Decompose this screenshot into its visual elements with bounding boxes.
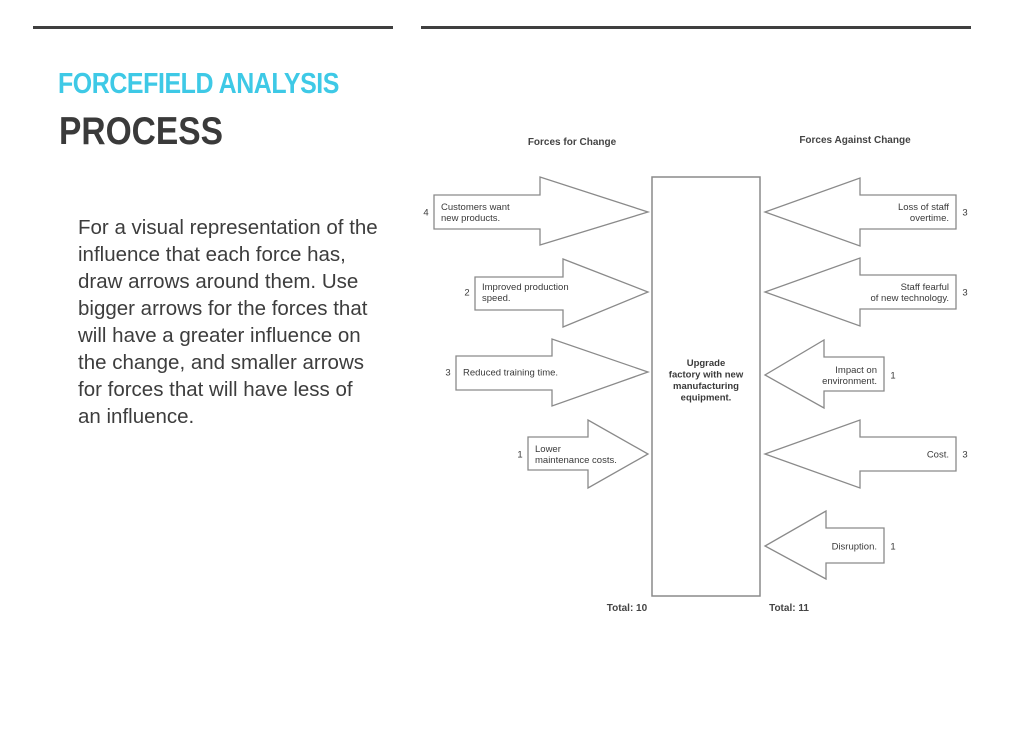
force-for-label: maintenance costs.: [535, 455, 617, 466]
force-against-score: 1: [890, 371, 895, 382]
slide-title: PROCESS: [59, 110, 224, 153]
force-against-label: of new technology.: [870, 293, 949, 304]
force-for-score: 3: [445, 368, 450, 379]
header-rule-right: [421, 26, 971, 29]
change-label-line: equipment.: [681, 393, 732, 404]
slide-body-text: For a visual representation of the influ…: [78, 216, 378, 428]
force-against-label: Staff fearful: [901, 282, 949, 293]
force-against-label: Loss of staff: [898, 202, 949, 213]
force-for-score: 4: [423, 208, 428, 219]
right-arrow-shape: [433, 176, 651, 246]
force-for-label: Reduced training time.: [463, 368, 558, 379]
force-against-score: 3: [962, 288, 967, 299]
force-against-label: overtime.: [910, 213, 949, 224]
force-against-label: Disruption.: [832, 542, 877, 553]
change-label-line: manufacturing: [673, 381, 739, 392]
header-rule-left: [33, 26, 393, 29]
force-against-label: Impact on: [835, 365, 877, 376]
forces-against-heading: Forces Against Change: [799, 135, 911, 146]
total-against: Total: 11: [769, 603, 809, 614]
force-against-label: Cost.: [927, 450, 949, 461]
force-for-score: 1: [517, 450, 522, 461]
change-box: [651, 176, 761, 597]
change-label-line: Upgrade: [687, 358, 726, 369]
force-for-label: Improved production: [482, 282, 569, 293]
left-arrow-shape: [763, 419, 957, 489]
force-for-label: Customers want: [441, 202, 510, 213]
right-arrow-shape: [455, 338, 650, 407]
force-for-score: 2: [464, 288, 469, 299]
left-arrow-shape: [763, 257, 957, 327]
forces-for-heading: Forces for Change: [528, 137, 617, 148]
force-for-label: Lower: [535, 444, 561, 455]
force-for-label: new products.: [441, 213, 500, 224]
force-for-label: speed.: [482, 293, 511, 304]
force-against-score: 3: [962, 450, 967, 461]
force-against-score: 3: [962, 208, 967, 219]
force-against-score: 1: [890, 542, 895, 553]
force-against-arrow: Disruption. 1: [763, 509, 896, 581]
right-arrow-shape: [527, 418, 650, 490]
left-arrow-shape: [763, 509, 885, 581]
change-label-line: factory with new: [669, 370, 744, 381]
left-arrow-shape: [763, 177, 957, 247]
force-for-arrow: Reduced training time. 3: [445, 338, 650, 407]
force-against-arrow: Cost. 3: [763, 419, 968, 489]
right-arrow-shape: [474, 258, 650, 328]
left-arrow-shape: [763, 338, 885, 410]
total-for: Total: 10: [607, 603, 648, 614]
force-against-label: environment.: [822, 376, 877, 387]
slide-kicker: FORCEFIELD ANALYSIS: [58, 68, 339, 100]
